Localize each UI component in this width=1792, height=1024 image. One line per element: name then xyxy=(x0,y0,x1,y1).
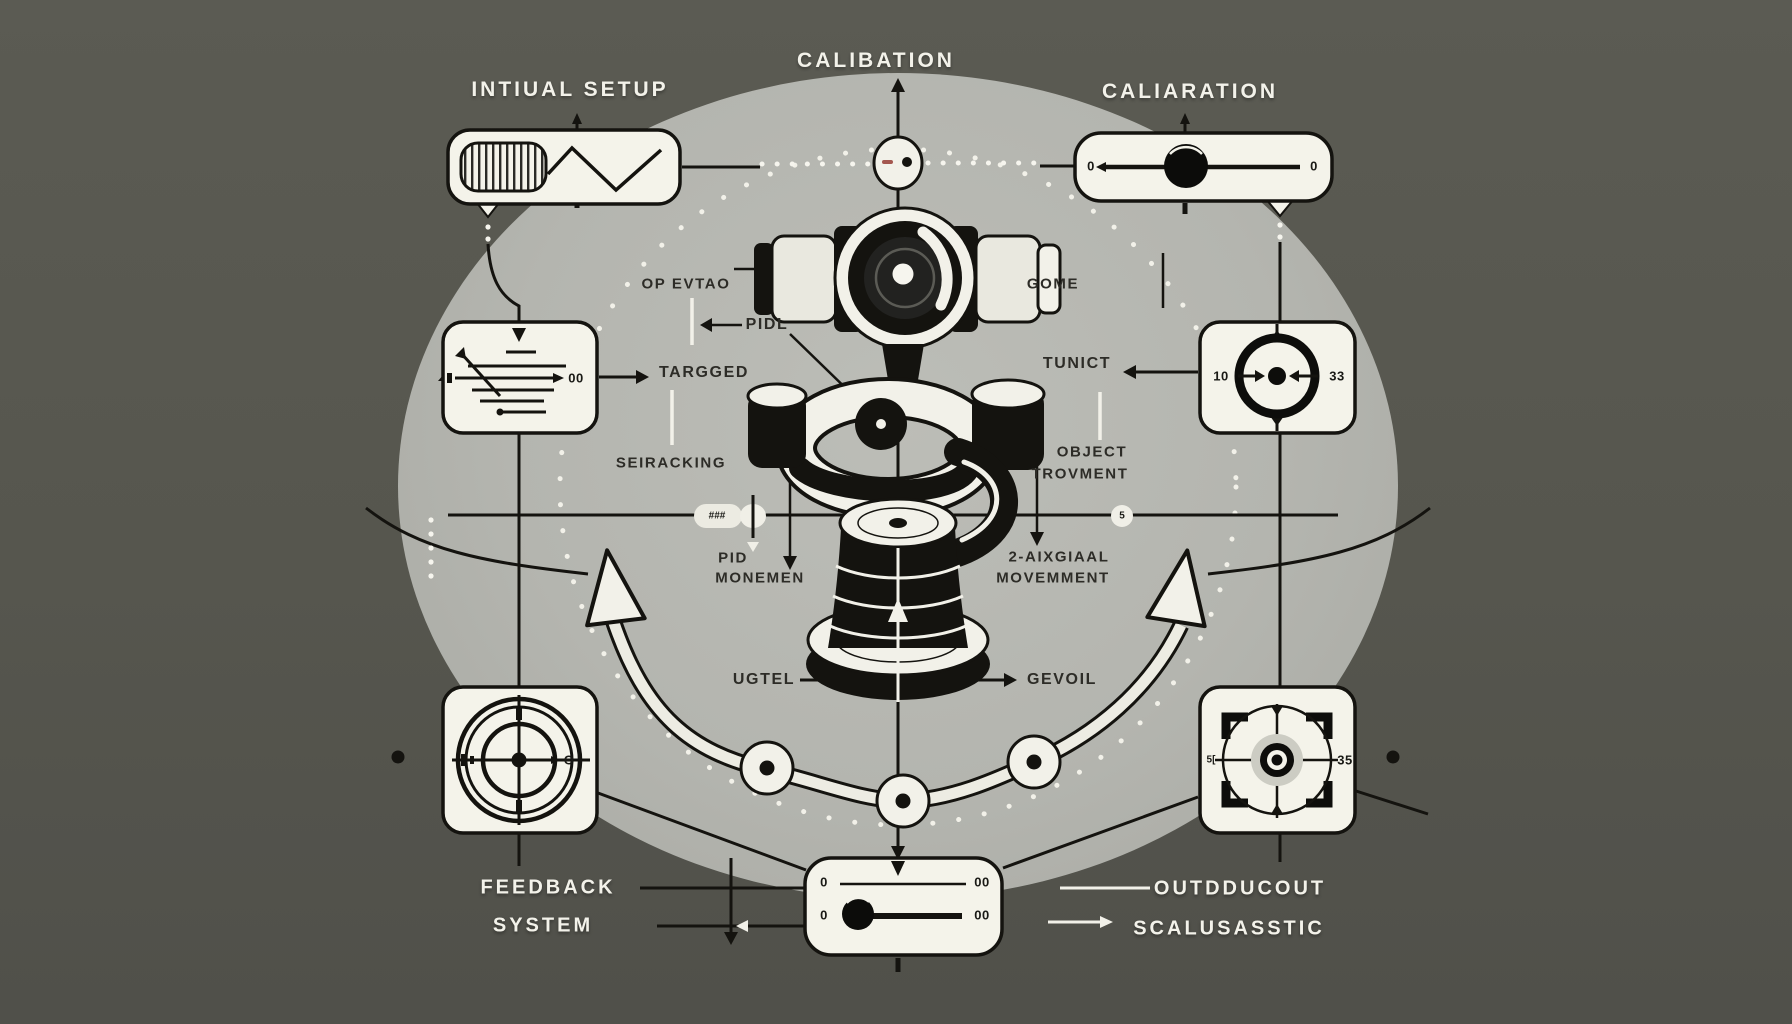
pid-monemen-label-2: MONEMEN xyxy=(715,569,805,587)
slider-knob[interactable] xyxy=(1164,144,1208,188)
waveform-icon xyxy=(546,145,663,193)
crosshair-right-value: 33 xyxy=(1329,368,1345,384)
slider1-max: 00 xyxy=(974,874,990,890)
dual-slider-box[interactable] xyxy=(803,856,1004,957)
viewfinder-box[interactable] xyxy=(1198,685,1357,835)
object-trovment-label-2: TROVMENT xyxy=(1031,465,1129,483)
gome-label: GOME xyxy=(1026,275,1080,293)
seiracking-label: SEIRACKING xyxy=(615,454,727,472)
viewfinder-left-marker: 5[ xyxy=(1206,754,1216,766)
slider1-min: 0 xyxy=(820,874,828,890)
ugtel-label: UGTEL xyxy=(732,671,796,688)
hash-node-glyphs: ### xyxy=(708,510,726,522)
axial-movement-label-2: MOVEMMENT xyxy=(996,569,1110,587)
initial-setup-box[interactable] xyxy=(446,128,682,206)
mid-node-glyph: 5 xyxy=(1119,510,1125,522)
mid-line-nodes xyxy=(694,498,1133,552)
target-box[interactable] xyxy=(441,685,599,835)
signal-list-box[interactable] xyxy=(438,320,599,435)
crosshair-left-value: 10 xyxy=(1213,368,1229,384)
crosshair-box[interactable] xyxy=(1198,320,1357,435)
output-label-1: OUTDDUCOUT xyxy=(1153,877,1327,900)
signal-block-icon xyxy=(459,141,548,193)
feedback-label-2: SYSTEM xyxy=(492,914,594,937)
caliaration-label: CALIARATION xyxy=(1101,80,1279,103)
calibation-label: CALIBATION xyxy=(797,49,955,72)
feedback-arc xyxy=(585,548,1207,829)
caliaration-max: 0 xyxy=(1310,158,1318,174)
hash-node-pill xyxy=(694,504,742,528)
output-label-2: SCALUSASSTIC xyxy=(1133,917,1325,940)
viewfinder-value: 35 xyxy=(1337,752,1353,768)
caliaration-slider-box[interactable] xyxy=(1073,131,1334,203)
caliaration-min: 0 xyxy=(1087,158,1095,174)
big-up-arrow xyxy=(585,548,1207,629)
targged-label: TARGGED xyxy=(658,364,750,381)
slider2-max: 00 xyxy=(974,907,990,923)
pidl-label: PIDL xyxy=(745,316,789,333)
white-details xyxy=(391,160,1400,932)
op-evtao-label: OP EVTAO xyxy=(641,275,731,293)
tunict-label: TUNICT xyxy=(1042,355,1112,372)
target-marker: O xyxy=(563,752,575,768)
gimbal-device-icon xyxy=(746,206,1062,702)
pid-monemen-label-1: PID xyxy=(718,549,748,567)
axial-movement-label-1: 2-AIXGIAAL xyxy=(1008,548,1110,566)
gevoil-label: GEVOIL xyxy=(1026,671,1098,688)
feedback-label-1: FEEDBACK xyxy=(480,876,616,899)
initial-setup-label: INTIUAL SETUP xyxy=(471,78,669,101)
arc-node xyxy=(739,734,1062,829)
signal-box-value: 00 xyxy=(568,370,584,386)
slider-knob[interactable] xyxy=(842,898,874,930)
slider2-min: 0 xyxy=(820,907,828,923)
object-trovment-label-1: OBJECT xyxy=(1056,443,1128,461)
calibration-node xyxy=(872,135,924,191)
